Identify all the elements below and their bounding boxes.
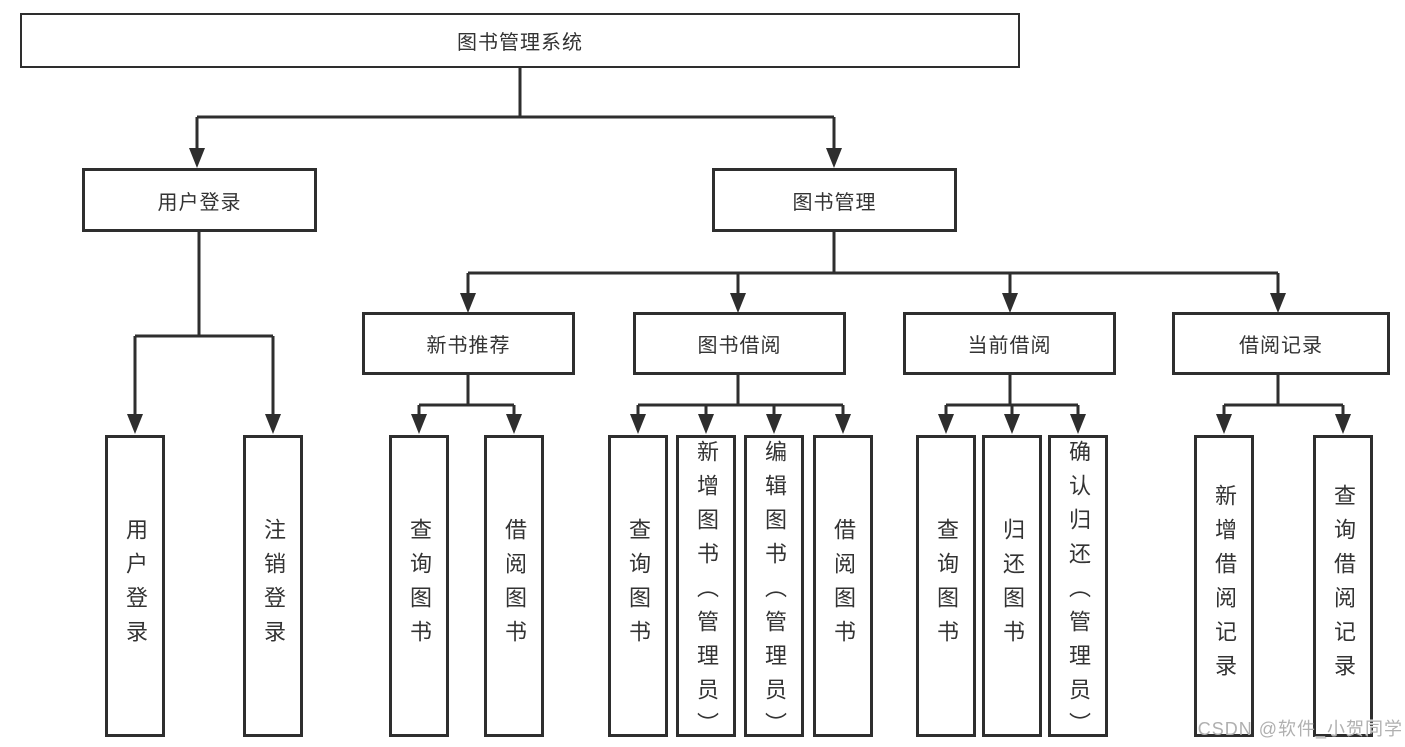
- node-book-management: 图书管理: [712, 168, 957, 232]
- node-book-management-label: 图书管理: [792, 191, 877, 214]
- leaf-query-books-current: 查询图书: [916, 435, 976, 737]
- node-root: 图书管理系统: [20, 13, 1020, 68]
- leaf-borrow-books-recommend: 借阅图书: [484, 435, 544, 737]
- leaf-borrow-books-label: 借阅图书: [831, 518, 856, 654]
- leaf-user-login-label: 用户登录: [123, 518, 148, 654]
- leaf-user-login: 用户登录: [105, 435, 165, 737]
- node-user-login: 用户登录: [82, 168, 317, 232]
- leaf-return-book-label: 归还图书: [1000, 518, 1025, 654]
- leaf-query-books-recommend: 查询图书: [389, 435, 449, 737]
- leaf-query-books-borrow-label: 查询图书: [626, 518, 651, 654]
- leaf-add-borrow-record: 新增借阅记录: [1194, 435, 1254, 737]
- leaf-logout-label: 注销登录: [261, 518, 286, 654]
- node-borrow-records: 借阅记录: [1172, 312, 1390, 375]
- node-current-borrow-label: 当前借阅: [967, 335, 1052, 357]
- leaf-query-books-recommend-label: 查询图书: [407, 518, 432, 654]
- node-root-label: 图书管理系统: [457, 32, 583, 54]
- leaf-query-books-current-label: 查询图书: [934, 518, 959, 654]
- leaf-logout: 注销登录: [243, 435, 303, 737]
- leaf-query-borrow-record: 查询借阅记录: [1313, 435, 1373, 737]
- node-book-borrow: 图书借阅: [633, 312, 846, 375]
- node-current-borrow: 当前借阅: [903, 312, 1116, 375]
- leaf-query-books-borrow: 查询图书: [608, 435, 668, 737]
- leaf-edit-book-admin-label: 编辑图书（管理员）: [762, 440, 787, 746]
- leaf-query-borrow-record-label: 查询借阅记录: [1331, 484, 1356, 688]
- node-new-book-recommend: 新书推荐: [362, 312, 575, 375]
- leaf-borrow-books-recommend-label: 借阅图书: [502, 518, 527, 654]
- leaf-confirm-return-admin-label: 确认归还（管理员）: [1066, 440, 1091, 746]
- node-book-borrow-label: 图书借阅: [697, 335, 782, 357]
- leaf-add-book-admin: 新增图书（管理员）: [676, 435, 736, 746]
- leaf-return-book: 归还图书: [982, 435, 1042, 737]
- leaf-add-borrow-record-label: 新增借阅记录: [1212, 484, 1237, 688]
- leaf-add-book-admin-label: 新增图书（管理员）: [694, 440, 719, 746]
- node-new-book-recommend-label: 新书推荐: [426, 335, 511, 357]
- csdn-watermark: CSDN @软件_小贺同学: [1197, 719, 1403, 739]
- leaf-edit-book-admin: 编辑图书（管理员）: [744, 435, 804, 746]
- node-borrow-records-label: 借阅记录: [1239, 335, 1323, 357]
- leaf-borrow-books: 借阅图书: [813, 435, 873, 737]
- leaf-confirm-return-admin: 确认归还（管理员）: [1048, 435, 1108, 746]
- node-user-login-label: 用户登录: [157, 191, 242, 214]
